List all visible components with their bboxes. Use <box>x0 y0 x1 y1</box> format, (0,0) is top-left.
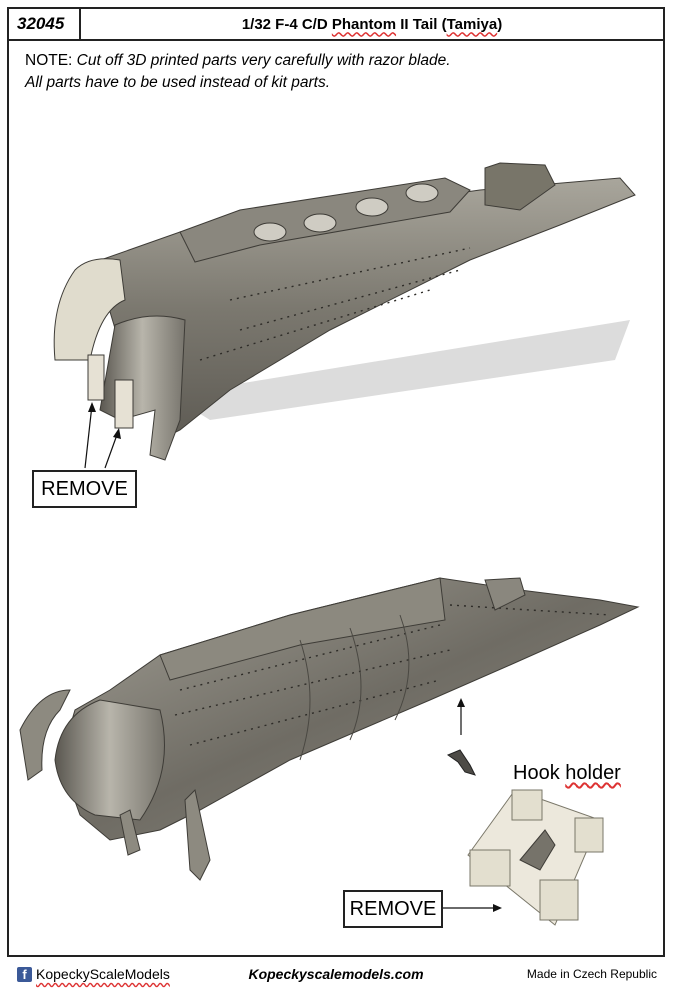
bottom-leg-1 <box>184 788 211 881</box>
top-tail-model <box>53 162 636 469</box>
bottom-leg-2 <box>119 809 141 856</box>
top-shadow <box>170 320 630 420</box>
bottom-arrowhead-remove <box>493 904 502 912</box>
title-middle: II Tail ( <box>396 15 447 33</box>
top-arrowhead-2 <box>113 428 121 439</box>
title-prefix: 1/32 F-4 C/D <box>241 15 328 33</box>
bottom-nozzle-lip <box>19 689 71 781</box>
facebook-icon: f <box>17 966 32 982</box>
hook-title-word-2: holder <box>565 762 621 784</box>
header: 32045 1/32 F-4 C/D Phantom II Tail (Tami… <box>7 7 665 41</box>
top-arrow-1 <box>84 404 93 469</box>
facebook-name: KopeckyScaleModels <box>36 966 170 982</box>
top-hole-4 <box>405 183 439 203</box>
hook-holder-hook <box>519 829 556 871</box>
top-nozzle-left <box>53 258 126 361</box>
top-hook-bracket <box>484 162 556 211</box>
facebook-link[interactable]: f KopeckyScaleModels <box>17 966 170 982</box>
top-arrowhead-1 <box>88 402 96 412</box>
top-support-2 <box>114 379 134 429</box>
note-line-1: Cut off 3D printed parts very carefully … <box>76 52 451 69</box>
top-hole-1 <box>253 222 287 242</box>
hook-holder-post-1 <box>469 849 511 887</box>
note-line-2: All parts have to be used instead of kit… <box>25 74 331 91</box>
bottom-arrowhead-hook <box>457 698 465 707</box>
top-arrow-2 <box>104 431 119 469</box>
hook-holder-title: Hook holder <box>513 762 621 785</box>
remove-label-bottom: REMOVE <box>343 890 443 928</box>
hook-holder-post-3 <box>511 789 543 821</box>
top-nozzle-right <box>99 315 186 461</box>
top-hole-2 <box>303 213 337 233</box>
bottom-frame-lines <box>299 614 410 761</box>
product-code: 32045 <box>9 9 81 39</box>
hook-holder-part <box>467 789 604 926</box>
title-suffix: ) <box>497 15 503 33</box>
remove-label-top: REMOVE <box>32 470 137 508</box>
top-hole-3 <box>355 197 389 217</box>
bottom-rivets <box>174 604 611 746</box>
top-support-1 <box>87 354 105 401</box>
bottom-hook-bracket <box>484 577 526 611</box>
website-link[interactable]: Kopeckyscalemodels.com <box>248 966 424 982</box>
top-rivets <box>199 247 471 361</box>
title-phantom: Phantom <box>331 15 397 33</box>
footer: f KopeckyScaleModels Kopeckyscalemodels.… <box>7 957 665 993</box>
bottom-tail-model <box>19 577 640 926</box>
hook-title-word-1: Hook <box>513 762 566 784</box>
title-brand: Tamiya <box>446 15 498 33</box>
bottom-upper-panel <box>159 577 446 681</box>
made-in: Made in Czech Republic <box>526 967 657 981</box>
hook-holder-post-2 <box>539 879 579 921</box>
note-label: NOTE: <box>25 52 77 69</box>
hook-holder-post-4 <box>574 817 604 853</box>
hook-part <box>446 749 476 776</box>
page-title: 1/32 F-4 C/D Phantom II Tail (Tamiya) <box>81 9 663 39</box>
bottom-nozzle <box>54 699 165 821</box>
note: NOTE: Cut off 3D printed parts very care… <box>25 50 451 94</box>
